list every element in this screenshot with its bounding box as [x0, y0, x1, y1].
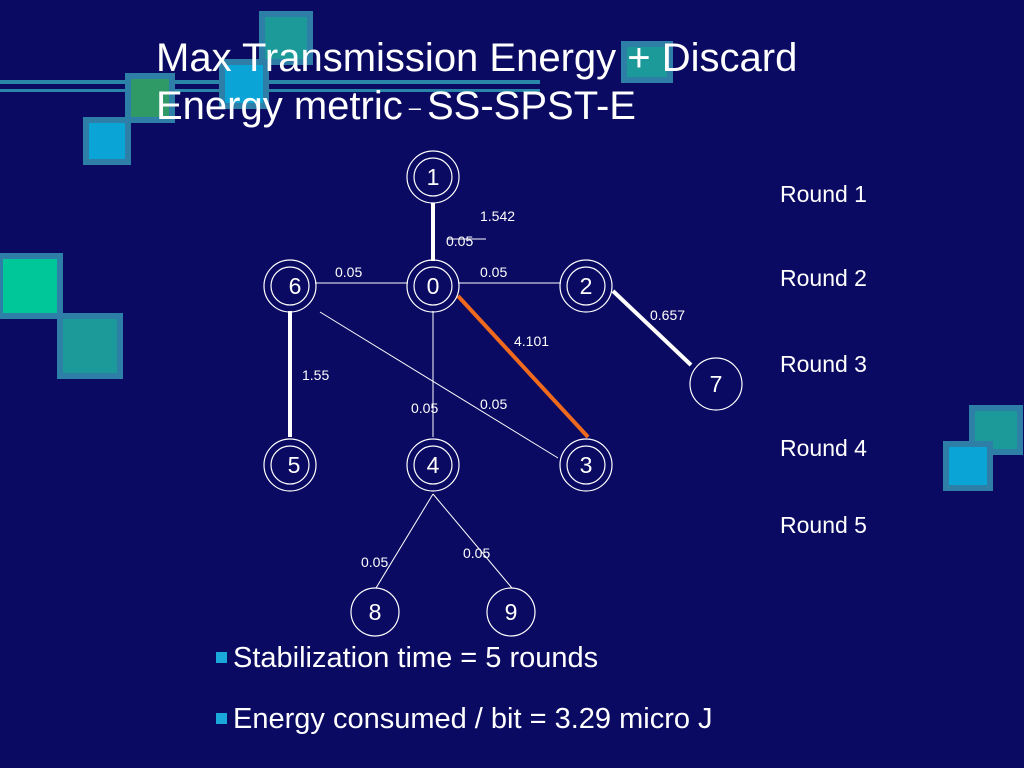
node-label: 9: [505, 599, 518, 625]
graph-nodes: 1 6 0 2 7 5 4: [263, 150, 743, 637]
deco-square: [125, 73, 175, 123]
round-label-5: Round 5: [780, 512, 867, 538]
deco-square: [259, 11, 313, 65]
edge-label: 1.55: [302, 367, 329, 383]
bullet-text: Energy consumed / bit = 3.29 micro J: [233, 703, 713, 735]
deco-square: [83, 117, 131, 165]
title-line-2-post: SS-SPST-E: [427, 84, 636, 128]
round-label-1: Round 1: [780, 181, 867, 207]
title-line-2-pre: Energy metric: [156, 84, 403, 128]
node-4: 4: [406, 438, 460, 492]
edge-label: 0.05: [480, 396, 507, 412]
edge-label: 0.657: [650, 307, 685, 323]
node-label: 7: [710, 371, 723, 397]
node-label: 4: [427, 452, 440, 478]
edge-label: 0.05: [411, 400, 438, 416]
round-label-3: Round 3: [780, 351, 867, 377]
deco-square: [219, 59, 269, 109]
node-label: 8: [369, 599, 382, 625]
deco-square: [0, 253, 63, 319]
edge-label: 0.05: [361, 554, 388, 570]
edge-2-7: [611, 289, 693, 367]
title-line-1: Max Transmission Energy + Discard: [156, 36, 798, 80]
node-1: 1: [406, 150, 460, 204]
node-label: 6: [289, 273, 302, 299]
node-label: 1: [427, 164, 440, 190]
node-label: 5: [288, 452, 301, 478]
node-5: 5: [263, 438, 317, 492]
title-dash: –: [408, 95, 421, 121]
slide-title: Max Transmission Energy + Discard Energy…: [156, 34, 797, 132]
node-9: 9: [486, 587, 536, 637]
bullet-text: Stabilization time = 5 rounds: [233, 642, 599, 674]
bullet-item: Energy consumed / bit = 3.29 micro J: [216, 703, 713, 736]
node-label: 3: [580, 452, 593, 478]
round-label-2: Round 2: [780, 265, 867, 291]
node-7: 7: [689, 357, 743, 411]
edge-label: 1.542: [480, 208, 515, 224]
bullet-item: Stabilization time = 5 rounds: [216, 642, 598, 675]
title-line-2: Energy metric–SS-SPST-E: [156, 82, 797, 132]
edge-4-9: [432, 493, 513, 589]
node-6: 6: [263, 259, 317, 313]
node-3: 3: [559, 438, 613, 492]
graph-edges: [288, 203, 693, 589]
edge-label: 0.05: [335, 264, 362, 280]
edge-6-3: [319, 311, 559, 459]
edge-label: 0.05: [463, 545, 490, 561]
node-label: 0: [427, 273, 440, 299]
node-2: 2: [559, 259, 613, 313]
bullet-square-icon: [216, 652, 227, 663]
round-label-4: Round 4: [780, 435, 867, 461]
bullet-square-icon: [216, 713, 227, 724]
edge-label: 0.05: [480, 264, 507, 280]
deco-square: [57, 313, 123, 379]
edge-labels: 1.542 0.05 0.05 0.05 0.657 4.101 1.55 0.…: [302, 208, 685, 570]
node-8: 8: [350, 587, 400, 637]
edge-0-3: [456, 294, 590, 439]
node-label: 2: [580, 273, 593, 299]
deco-square: [621, 41, 673, 83]
edge-label: 0.05: [446, 233, 473, 249]
edge-4-8: [375, 493, 434, 589]
deco-square: [943, 441, 993, 491]
edge-label: 4.101: [514, 333, 549, 349]
node-0: 0: [406, 259, 460, 313]
